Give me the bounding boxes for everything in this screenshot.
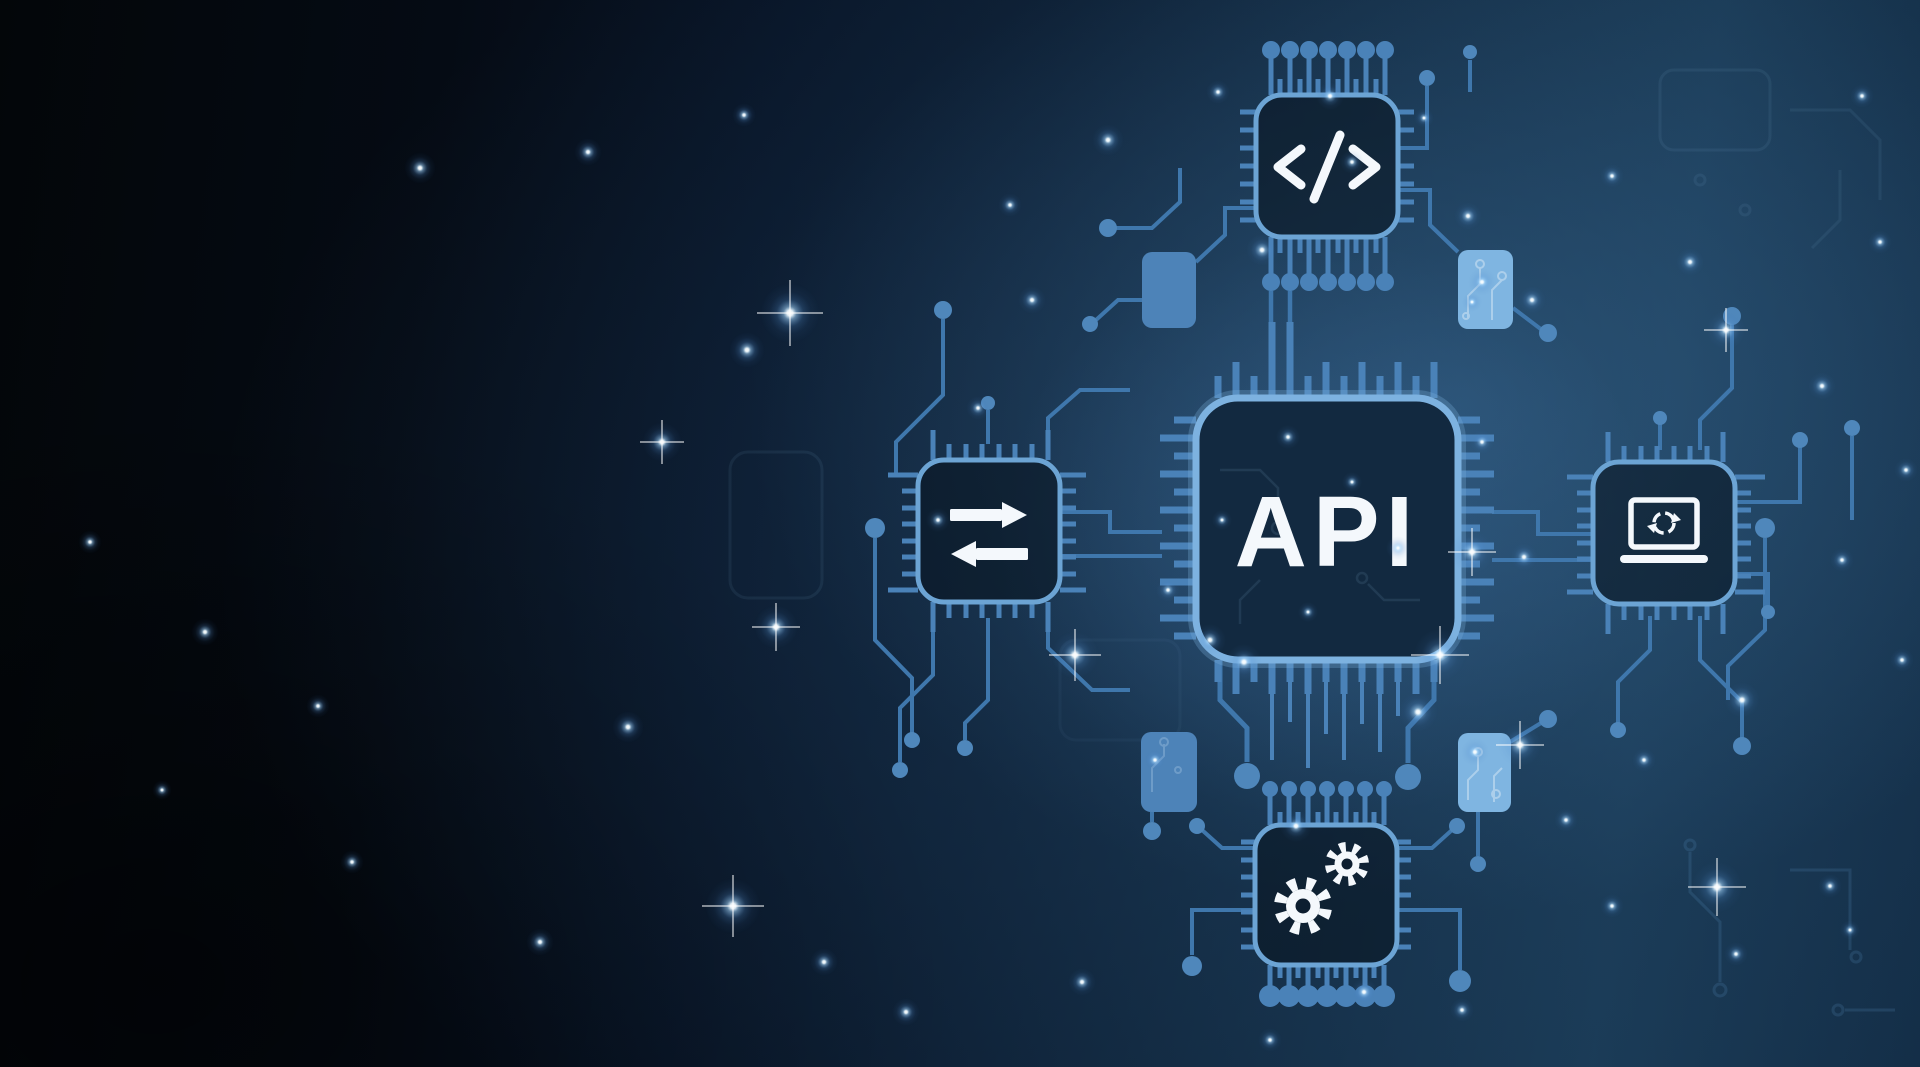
- transfer-chip: [915, 457, 1063, 605]
- code-chip: [1253, 92, 1401, 240]
- api-pins-top: [1214, 322, 1438, 398]
- laptop-chip: [1590, 459, 1738, 607]
- pcb-module-top-left: [1142, 252, 1196, 328]
- api-pins-bottom-fan: [1270, 660, 1400, 768]
- api-chip-label: API: [1235, 476, 1420, 588]
- pin-end-dots: [1259, 41, 1395, 1007]
- api-pins-left: [1160, 416, 1196, 640]
- api-chip: API: [1188, 390, 1466, 668]
- gears-icon: [1274, 842, 1369, 935]
- chip-pins: [888, 41, 1765, 1007]
- api-chip-inner-traces: [1220, 468, 1420, 624]
- star-flares: [640, 280, 1748, 937]
- glow-stars: [78, 80, 1918, 1052]
- ghost-circuits: [728, 68, 1882, 742]
- gear-chip: [1252, 822, 1400, 968]
- transfer-arrows-icon: [950, 502, 1028, 567]
- laptop-sync-icon: [1620, 497, 1708, 563]
- pcb-module-bottom-left: [1141, 732, 1197, 812]
- api-chip-body: [1192, 394, 1462, 664]
